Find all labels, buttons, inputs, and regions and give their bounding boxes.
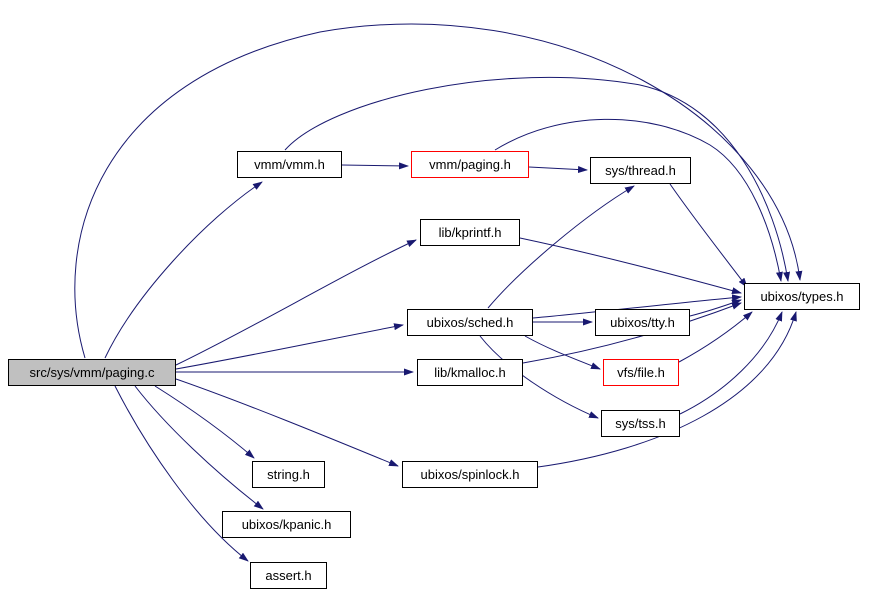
edge-src-sys-vmm-paging-c-to-assert-h	[114, 385, 249, 562]
graph-node-sys-tss-h[interactable]: sys/tss.h	[601, 410, 680, 437]
edge-sys-thread-h-to-ubixos-types-h	[669, 183, 748, 288]
edge-ubixos-sched-h-to-vfs-file-h	[524, 335, 601, 370]
edge-src-sys-vmm-paging-c-to-string-h	[154, 385, 255, 459]
edge-vmm-vmm-h-to-ubixos-types-h	[284, 76, 791, 282]
graph-node-ubixos-sched-h[interactable]: ubixos/sched.h	[407, 309, 533, 336]
graph-node-ubixos-spinlock-h[interactable]: ubixos/spinlock.h	[402, 461, 538, 488]
edge-src-sys-vmm-paging-c-to-vmm-vmm-h	[104, 181, 263, 359]
graph-node-sys-thread-h[interactable]: sys/thread.h	[590, 157, 691, 184]
edge-sys-tss-h-to-ubixos-types-h	[679, 311, 783, 415]
graph-node-string-h[interactable]: string.h	[252, 461, 325, 488]
graph-node-lib-kmalloc-h[interactable]: lib/kmalloc.h	[417, 359, 523, 386]
edge-vmm-paging-h-to-ubixos-types-h	[494, 118, 783, 282]
edge-lib-kmalloc-h-to-ubixos-types-h	[522, 302, 742, 364]
graph-node-assert-h[interactable]: assert.h	[250, 562, 327, 589]
edge-src-sys-vmm-paging-c-to-ubixos-spinlock-h	[175, 378, 399, 467]
edge-src-sys-vmm-paging-c-to-ubixos-types-h	[74, 23, 803, 359]
edge-group	[74, 23, 803, 562]
graph-node-vmm-paging-h[interactable]: vmm/paging.h	[411, 151, 529, 178]
edge-vfs-file-h-to-ubixos-types-h	[678, 311, 753, 363]
edge-lib-kprintf-h-to-ubixos-types-h	[519, 237, 742, 295]
graph-node-vfs-file-h[interactable]: vfs/file.h	[603, 359, 679, 386]
graph-node-src-sys-vmm-paging-c: src/sys/vmm/paging.c	[8, 359, 176, 386]
edge-ubixos-tty-h-to-ubixos-types-h	[689, 299, 742, 317]
edge-src-sys-vmm-paging-c-to-lib-kprintf-h	[175, 239, 417, 366]
graph-node-vmm-vmm-h[interactable]: vmm/vmm.h	[237, 151, 342, 178]
graph-node-ubixos-types-h[interactable]: ubixos/types.h	[744, 283, 860, 310]
edge-src-sys-vmm-paging-c-to-ubixos-kpanic-h	[134, 385, 264, 510]
graph-node-ubixos-kpanic-h[interactable]: ubixos/kpanic.h	[222, 511, 351, 538]
edge-vmm-paging-h-to-sys-thread-h	[528, 166, 588, 174]
graph-node-lib-kprintf-h[interactable]: lib/kprintf.h	[420, 219, 520, 246]
edge-src-sys-vmm-paging-c-to-ubixos-sched-h	[175, 323, 404, 370]
edge-ubixos-sched-h-to-ubixos-types-h	[532, 294, 742, 319]
edge-ubixos-sched-h-to-sys-tss-h	[479, 335, 599, 419]
edge-ubixos-sched-h-to-sys-thread-h	[487, 185, 635, 309]
edge-vmm-vmm-h-to-vmm-paging-h	[341, 162, 409, 170]
graph-node-ubixos-tty-h[interactable]: ubixos/tty.h	[595, 309, 690, 336]
edge-ubixos-spinlock-h-to-ubixos-types-h	[537, 311, 797, 468]
